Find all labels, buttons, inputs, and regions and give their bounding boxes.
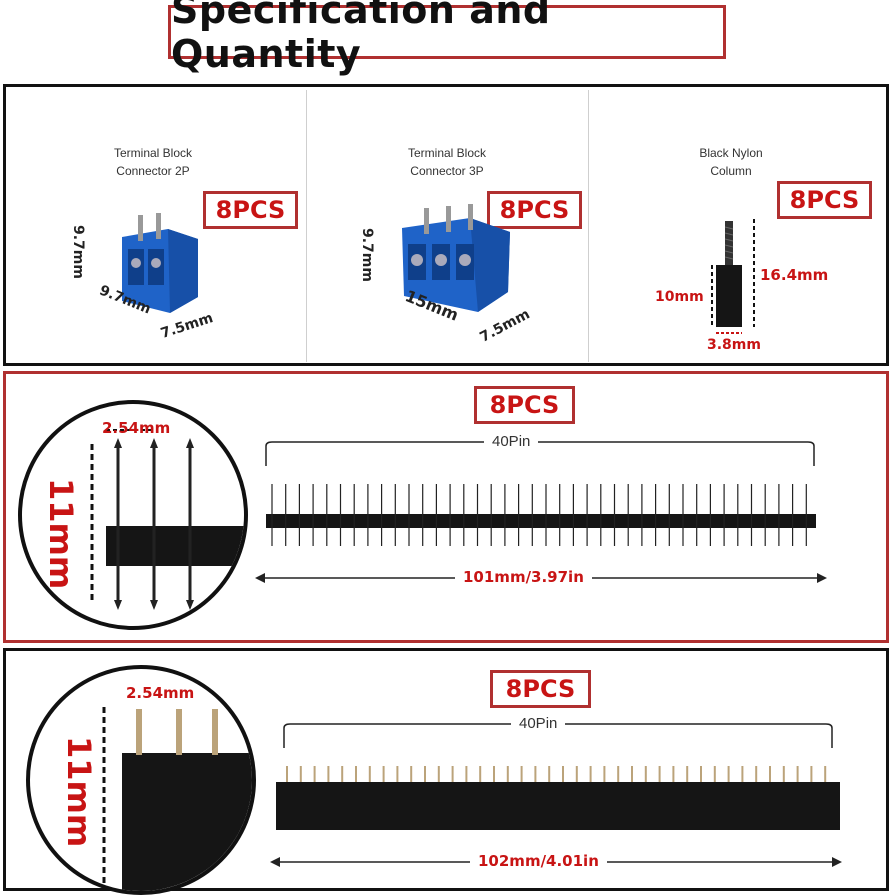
header-pin <box>327 766 330 784</box>
dim-diameter: 3.8mm <box>707 337 761 353</box>
header-pin <box>424 766 426 784</box>
header-pin <box>796 766 799 784</box>
header-pin <box>506 766 509 784</box>
caption-line: Connector 2P <box>116 164 190 178</box>
header-pin <box>396 766 399 784</box>
header-pin <box>644 766 647 784</box>
caption-line: Terminal Block <box>407 146 487 160</box>
header-pin <box>368 766 371 784</box>
female-header-zoom <box>26 665 256 895</box>
header-pin <box>299 766 302 784</box>
male-header-strip <box>266 484 816 546</box>
terminal-panel <box>3 84 889 366</box>
caption-line: Black Nylon <box>699 146 763 160</box>
header-pin <box>810 766 813 784</box>
header-pin <box>617 766 620 784</box>
qty-label: 8PCS <box>215 196 286 224</box>
nylon-column-image <box>711 219 755 334</box>
qty-badge: 8PCS <box>490 670 591 708</box>
header-pin <box>286 766 288 784</box>
qty-label: 8PCS <box>499 196 570 224</box>
nylon-column-caption: Black Nylon Column <box>666 144 796 180</box>
dim-body-length: 10mm <box>655 289 704 305</box>
header-pin <box>562 766 564 784</box>
dim-height: 9.7mm <box>70 225 86 279</box>
header-pin <box>382 766 385 784</box>
qty-label: 8PCS <box>489 391 560 419</box>
qty-badge: 8PCS <box>474 386 575 424</box>
header-pin <box>437 766 440 784</box>
header-pin <box>479 766 482 784</box>
pin-count-label: 40Pin <box>484 433 539 450</box>
height-label: 11mm <box>60 736 98 848</box>
header-pin <box>313 766 316 784</box>
header-pin <box>686 766 689 784</box>
header-pin <box>355 766 357 784</box>
dim-total-length: 16.4mm <box>760 266 829 284</box>
qty-label: 8PCS <box>789 186 860 214</box>
header-pin <box>603 766 606 784</box>
header-pin <box>741 766 744 784</box>
caption-line: Connector 3P <box>410 164 484 178</box>
qty-badge: 8PCS <box>487 191 582 229</box>
male-header-zoom-image <box>90 429 244 610</box>
qty-badge: 8PCS <box>777 181 872 219</box>
qty-badge: 8PCS <box>203 191 298 229</box>
header-pin <box>769 766 771 784</box>
header-pin <box>534 766 537 784</box>
terminal-2p-image <box>122 213 198 313</box>
height-label: 11mm <box>42 478 80 590</box>
pitch-label: 2.54mm <box>102 419 171 437</box>
female-header-strip <box>276 766 840 830</box>
header-pin <box>451 766 454 784</box>
length-label: 102mm/4.01in <box>470 852 607 870</box>
header-pin <box>631 766 633 784</box>
terminal-3p-caption: Terminal Block Connector 3P <box>382 144 512 180</box>
header-pin <box>341 766 344 784</box>
pin-count-label: 40Pin <box>511 715 566 732</box>
header-pin <box>782 766 785 784</box>
header-pin <box>700 766 702 784</box>
header-pin <box>548 766 551 784</box>
header-pin <box>713 766 716 784</box>
header-pin <box>755 766 758 784</box>
pitch-label: 2.54mm <box>126 684 195 702</box>
header-pin <box>493 766 495 784</box>
page-title: Specification and Quantity <box>171 0 551 76</box>
panel-divider <box>306 90 307 362</box>
caption-line: Terminal Block <box>113 146 193 160</box>
pin-count-bracket <box>265 441 815 466</box>
header-pin <box>824 766 827 784</box>
male-header-panel <box>3 371 889 643</box>
header-pin <box>520 766 523 784</box>
header-pin <box>575 766 578 784</box>
dim-height: 9.7mm <box>359 228 375 282</box>
length-label: 101mm/3.97in <box>455 568 592 586</box>
terminal-2p-caption: Terminal Block Connector 2P <box>88 144 218 180</box>
caption-line: Column <box>710 164 752 178</box>
header-pin <box>672 766 675 784</box>
female-header-panel <box>3 648 889 891</box>
header-pin <box>658 766 661 784</box>
header-pin <box>410 766 413 784</box>
header-pin <box>727 766 730 784</box>
title-banner: Specification and Quantity <box>168 0 726 76</box>
qty-label: 8PCS <box>505 675 576 703</box>
header-pin <box>465 766 468 784</box>
male-header-zoom <box>18 400 248 630</box>
panel-divider <box>588 90 589 362</box>
terminal-3p-image <box>402 204 510 312</box>
header-pin <box>589 766 592 784</box>
